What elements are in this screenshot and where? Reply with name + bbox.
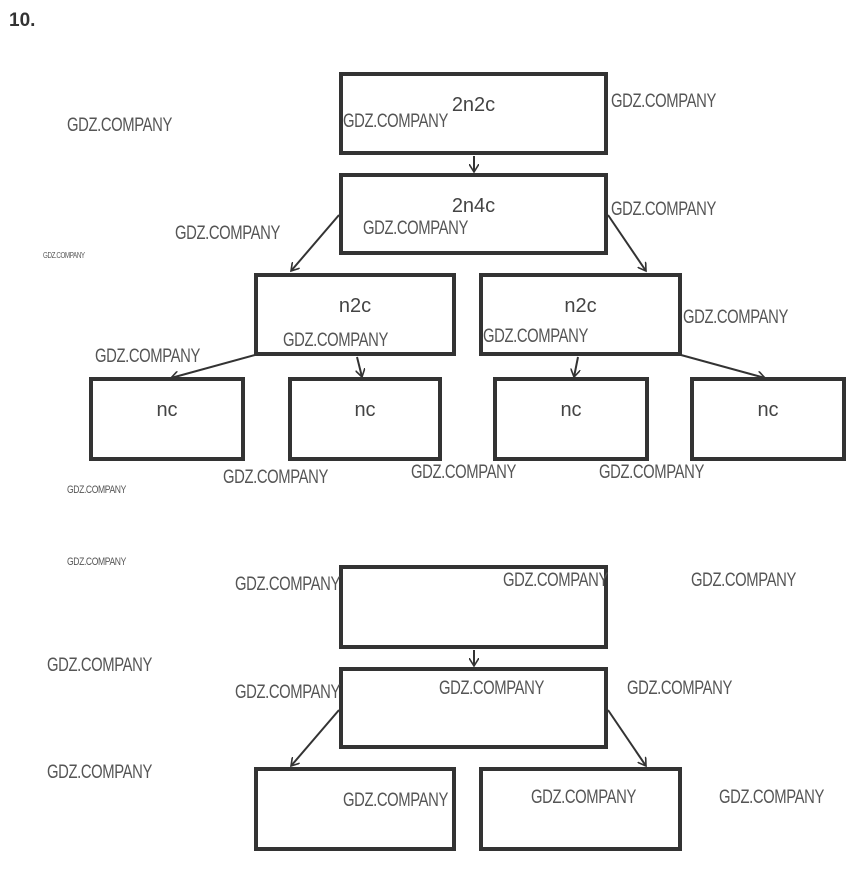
node-label: 2n4c <box>451 195 496 217</box>
node-label: nc <box>560 399 582 421</box>
watermark: GDZ.COMPANY <box>691 570 796 591</box>
watermark: GDZ.COMPANY <box>283 330 388 351</box>
node-nc-3: nc <box>493 377 649 461</box>
node-nc-1: nc <box>89 377 245 461</box>
watermark: GDZ.COMPANY <box>175 223 280 244</box>
node-2n4c: 2n4c <box>339 173 608 255</box>
bottom-node-left <box>254 767 456 851</box>
bottom-node-level2 <box>339 667 608 749</box>
arrow-n2c-to-nc-1 <box>171 354 256 378</box>
node-label: nc <box>354 399 376 421</box>
node-n2c-left: n2c <box>254 273 456 356</box>
arrow-n2c-to-nc-3 <box>574 356 578 377</box>
watermark: GDZ.COMPANY <box>343 790 448 811</box>
watermark: GDZ.COMPANY <box>627 678 732 699</box>
watermark: GDZ.COMPANY <box>235 574 340 595</box>
node-label: n2c <box>338 295 372 317</box>
watermark: GDZ.COMPANY <box>363 218 468 239</box>
watermark: GDZ.COMPANY <box>67 115 172 136</box>
watermark: GDZ.COMPANY <box>611 91 716 112</box>
watermark: GDZ.COMPANY <box>343 111 448 132</box>
watermark: GDZ.COMPANY <box>599 462 704 483</box>
watermark: GDZ.COMPANY <box>411 462 516 483</box>
watermark: GDZ.COMPANY <box>531 787 636 808</box>
node-label: nc <box>757 399 779 421</box>
watermark: GDZ.COMPANY <box>43 251 85 260</box>
arrow-2n4c-to-right-n2c <box>607 214 646 271</box>
node-n2c-right: n2c <box>479 273 682 356</box>
bottom-node-right <box>479 767 682 851</box>
watermark: GDZ.COMPANY <box>95 346 200 367</box>
watermark: GDZ.COMPANY <box>611 199 716 220</box>
watermark: GDZ.COMPANY <box>47 762 152 783</box>
watermark: GDZ.COMPANY <box>67 556 126 568</box>
node-2n2c: 2n2c <box>339 72 608 155</box>
watermark: GDZ.COMPANY <box>67 484 126 496</box>
arrow-n2c-to-nc-2 <box>357 356 362 377</box>
watermark: GDZ.COMPANY <box>223 467 328 488</box>
watermark: GDZ.COMPANY <box>503 570 608 591</box>
watermark: GDZ.COMPANY <box>47 655 152 676</box>
bottom-node-root <box>339 565 608 649</box>
watermark: GDZ.COMPANY <box>719 787 824 808</box>
arrow-bottom-level2-to-left <box>291 709 340 766</box>
watermark: GDZ.COMPANY <box>235 682 340 703</box>
node-label: 2n2c <box>451 94 496 116</box>
watermark: GDZ.COMPANY <box>439 678 544 699</box>
node-nc-2: nc <box>288 377 442 461</box>
arrow-bottom-level2-to-right <box>607 709 646 766</box>
node-label: nc <box>156 399 178 421</box>
node-label: n2c <box>564 295 597 317</box>
watermark: GDZ.COMPANY <box>683 307 788 328</box>
arrow-n2c-to-nc-4 <box>680 354 765 378</box>
task-number: 10. <box>9 10 36 31</box>
arrow-2n4c-to-left-n2c <box>291 214 340 271</box>
node-nc-4: nc <box>690 377 846 461</box>
watermark: GDZ.COMPANY <box>483 326 588 347</box>
